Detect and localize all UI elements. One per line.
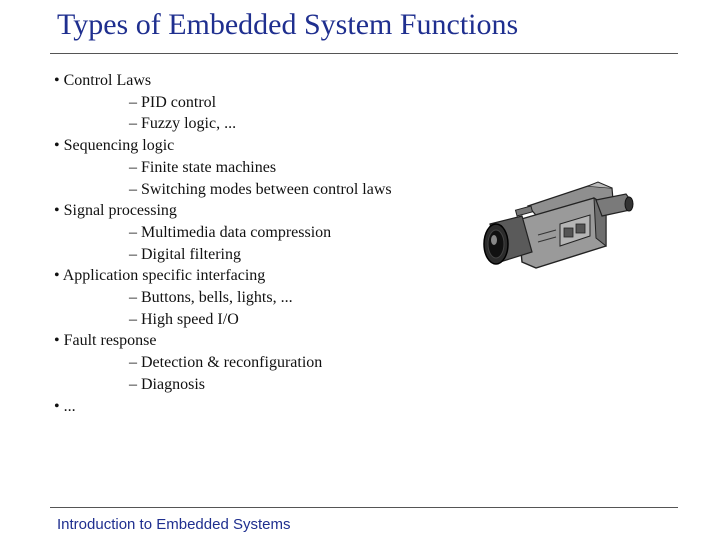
bullet-list: • Control Laws – PID control – Fuzzy log… (54, 70, 392, 417)
bullet-item: • Control Laws (54, 72, 152, 89)
sub-bullet-item: – Diagnosis (129, 375, 205, 393)
bullet-item: • Signal processing (54, 202, 177, 220)
slide-title: Types of Embedded System Functions (57, 8, 519, 41)
sub-bullet-item: – PID control (129, 93, 217, 111)
slide-footer: Introduction to Embedded Systems (57, 516, 291, 533)
sub-bullet-item: – High speed I/O (129, 310, 239, 328)
bullet-item: • Application specific interfacing (54, 267, 266, 285)
sub-bullet-item: – Finite state machines (129, 158, 277, 176)
sub-bullet-item: – Switching modes between control laws (129, 180, 392, 198)
sub-bullet-item: – Fuzzy logic, ... (129, 115, 237, 133)
title-divider (50, 53, 678, 54)
sub-bullet-item: – Digital filtering (129, 245, 241, 263)
footer-divider (50, 507, 678, 508)
sub-bullet-item: – Buttons, bells, lights, ... (129, 289, 293, 307)
bullet-item: • Fault response (54, 332, 157, 350)
bullet-item: • ... (54, 397, 76, 415)
bullet-item: • Sequencing logic (54, 137, 175, 155)
sub-bullet-item: – Multimedia data compression (129, 223, 332, 241)
video-camera-icon (483, 181, 634, 269)
sub-bullet-item: – Detection & reconfiguration (129, 354, 323, 372)
